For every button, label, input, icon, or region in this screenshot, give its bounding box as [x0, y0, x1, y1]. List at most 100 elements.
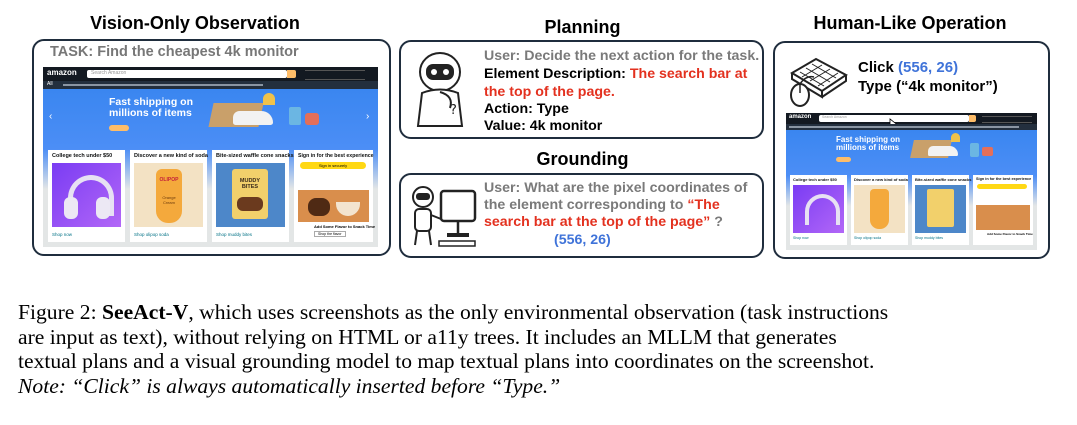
- grounding-q2: the element corresponding to: [484, 197, 688, 213]
- title-planning: Planning: [544, 17, 621, 37]
- snack-bag-right: [927, 189, 954, 227]
- planning-user-line: User: Decide the next action for the tas…: [484, 48, 759, 66]
- hero-line-1-right: Fast shipping on: [836, 135, 900, 144]
- headphones-band-right: [805, 194, 840, 225]
- title-human: Human-Like Operation: [813, 13, 1007, 33]
- bag-illustration: [305, 113, 319, 125]
- signin-button[interactable]: Sign in securely: [300, 162, 366, 169]
- signin-button-label: Sign in securely: [318, 163, 348, 168]
- tin-illustration-right: [970, 143, 979, 157]
- shoe-illustration: [233, 111, 273, 125]
- amazon-search-bar-right[interactable]: Search Amazon: [819, 115, 969, 122]
- amazon-navbar: amazon Search Amazon: [43, 67, 378, 81]
- headphones-cup-right: [96, 197, 110, 219]
- caption-line-1: Figure 2: SeeAct-V, which uses screensho…: [18, 300, 1068, 325]
- planning-user-prefix: User:: [484, 48, 525, 64]
- caption-fig-label: Figure 2:: [18, 300, 102, 324]
- hero-button-right[interactable]: [836, 157, 851, 162]
- svg-text:?: ?: [450, 103, 457, 118]
- hero-line-2: millions of items: [109, 107, 192, 120]
- snacks-image: MUDDY BITES: [216, 163, 285, 227]
- grounding-q3-red: search bar at the top of the page”: [484, 214, 711, 230]
- hero-button[interactable]: [109, 125, 129, 131]
- ad-snack: [308, 198, 330, 216]
- left-carousel-arrow[interactable]: ‹: [49, 111, 53, 122]
- lamp-illustration-right: [951, 133, 960, 142]
- signin-button-right[interactable]: [977, 184, 1027, 189]
- card-snacks-title-right: Bite-sized waffle cone snacks: [915, 177, 972, 182]
- search-button[interactable]: [287, 70, 296, 78]
- amazon-screenshot-left: amazon Search Amazon All Fast shipping o…: [43, 67, 378, 247]
- tin-illustration: [289, 107, 301, 125]
- hero-headline-right: Fast shipping on millions of items: [836, 135, 900, 153]
- hero-headline: Fast shipping on millions of items: [109, 96, 193, 120]
- subnav-all[interactable]: All: [47, 81, 53, 87]
- snacks-image-right: [915, 185, 966, 233]
- card-tech-link-right[interactable]: Shop now: [793, 236, 809, 240]
- headphones-image-right: [793, 185, 844, 233]
- amazon-subnav-right: [786, 124, 1037, 130]
- planning-desc-line: Element Description: The search bar at: [484, 66, 747, 84]
- card-tech-link[interactable]: Shop now: [52, 232, 73, 237]
- lamp-illustration: [263, 93, 275, 105]
- card-signin-title-right: Sign in for the best experience: [976, 177, 1032, 181]
- operation-click-line: Click (556, 26): [858, 59, 958, 77]
- search-placeholder: Search Amazon: [91, 70, 127, 76]
- card-soda[interactable]: Discover a new kind of soda OLIPOP Orang…: [130, 150, 208, 242]
- card-soda-link[interactable]: Shop olipop soda: [134, 232, 169, 237]
- card-signin-title: Sign in for the best experience: [298, 153, 374, 159]
- caption-note: Note: “Click” is always automatically in…: [18, 373, 561, 398]
- grounding-answer: (556, 26): [554, 232, 611, 248]
- grounding-q3-end: ?: [710, 214, 723, 230]
- headphones-band: [68, 175, 114, 216]
- ad-text-right: Add Some Flavor to Snack Time: [987, 232, 1033, 236]
- card-tech-title: College tech under $50: [52, 153, 113, 159]
- snack-brand: MUDDY BITES: [239, 178, 261, 190]
- card-tech[interactable]: College tech under $50 Shop now: [48, 150, 125, 242]
- grounding-q1: User: What are the pixel coordinates of: [484, 180, 748, 196]
- operation-click: Click: [858, 59, 899, 76]
- card-soda-link-right[interactable]: Shop olipop soda: [854, 236, 882, 240]
- amazon-screenshot-right: amazon Search Amazon Fast shipping on mi…: [786, 113, 1037, 250]
- card-snacks-link-right[interactable]: Shop muddy bites: [915, 236, 944, 240]
- amazon-search-bar[interactable]: Search Amazon: [87, 70, 287, 78]
- card-signin: Sign in for the best experience Sign in …: [294, 150, 375, 242]
- soda-flavor: Orange Cream: [162, 195, 176, 205]
- caption-line-1-rest: , which uses screenshots as the only env…: [188, 300, 889, 324]
- keyboard-mouse-icon: [786, 53, 852, 109]
- grounding-q2-line: the element corresponding to “The: [484, 197, 720, 215]
- grounding-q3-line: search bar at the top of the page” ?: [484, 214, 723, 232]
- planning-desc-label: Element Description:: [484, 66, 630, 82]
- card-tech-title-right: College tech under $50: [793, 177, 837, 182]
- planning-action: Action: Type: [484, 101, 569, 117]
- subnav-items-right: [789, 126, 1019, 128]
- operation-click-coords: (556, 26): [898, 59, 959, 76]
- title-grounding: Grounding: [536, 149, 629, 169]
- soda-image: OLIPOP Orange Cream: [134, 163, 203, 227]
- ad-button[interactable]: Shop the flavor: [314, 231, 346, 237]
- card-snacks[interactable]: Bite-sized waffle cone snacks MUDDY BITE…: [212, 150, 294, 242]
- planning-desc-value-1: The search bar at: [629, 66, 748, 82]
- amazon-navbar-right: amazon Search Amazon: [786, 113, 1037, 124]
- card-snacks-right[interactable]: Bite-sized waffle cone snacks Shop muddy…: [912, 175, 972, 245]
- caption-method-name: SeeAct-V: [101, 300, 189, 324]
- amazon-subnav: All: [43, 81, 378, 89]
- planning-desc-line-2: the top of the page.: [484, 84, 615, 100]
- card-tech-right[interactable]: College tech under $50 Shop now: [790, 175, 847, 245]
- ad-image: [298, 190, 369, 222]
- ad-bowl: [336, 202, 360, 216]
- planning-user-text: Decide the next action for the task.: [524, 48, 760, 64]
- planning-value: Value: 4k monitor: [484, 118, 603, 134]
- card-snacks-title: Bite-sized waffle cone snacks: [216, 153, 294, 159]
- soda-can-right: [870, 189, 889, 229]
- card-snacks-link[interactable]: Shop muddy bites: [216, 232, 253, 237]
- card-soda-right[interactable]: Discover a new kind of soda Shop olipop …: [851, 175, 908, 245]
- search-button-right[interactable]: [969, 115, 976, 122]
- grounding-q2-red: “The: [687, 197, 720, 213]
- account-links: [305, 70, 365, 80]
- card-signin-right: Sign in for the best experience Add Some…: [973, 175, 1033, 245]
- robot-thinking-icon: ?: [410, 48, 474, 128]
- right-carousel-arrow[interactable]: ›: [366, 111, 370, 122]
- headphones-image: [52, 163, 121, 227]
- figure-caption: Figure 2: SeeAct-V, which uses screensho…: [18, 300, 1068, 398]
